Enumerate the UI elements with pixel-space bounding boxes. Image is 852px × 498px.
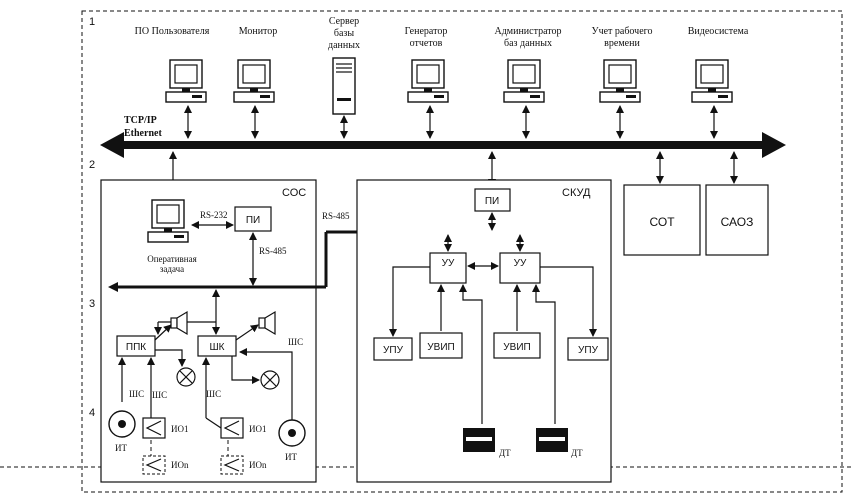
- uvip2-label: УВИП: [503, 342, 530, 353]
- sot-block: [623, 184, 701, 256]
- ppk-label: ППК: [126, 342, 146, 353]
- shk-lamp-link: [231, 356, 260, 384]
- skud-title: СКУД: [562, 187, 591, 199]
- ws-label-db-admin-1: Администратор: [494, 26, 561, 37]
- sos-pi-box: [234, 206, 272, 232]
- io1-label-left: ИО1: [171, 424, 189, 434]
- sos-rs485-label: RS-485: [259, 246, 287, 256]
- ethernet-bus: [100, 132, 786, 158]
- heat-sensor-icon-right: [278, 419, 306, 447]
- door-sensor-icon-2: [536, 428, 568, 452]
- upu2-box: [567, 337, 609, 361]
- computer-icon-time-tracking: [599, 59, 641, 103]
- ws-label-video-system: Видеосистема: [688, 26, 749, 37]
- uu1-upu-link: [389, 266, 430, 337]
- lamp-icon-ppk: [176, 367, 196, 387]
- computer-icon-monitor: [233, 59, 275, 103]
- uu2-box: [499, 252, 541, 284]
- ws-label-db-server-2: базы: [334, 28, 354, 39]
- upu1-box: [373, 337, 413, 361]
- computer-icon-db-admin: [503, 59, 545, 103]
- level-4-label: 4: [89, 407, 95, 419]
- uvip1-box: [419, 332, 463, 359]
- operator-label-1: Оперативная: [147, 254, 197, 264]
- detector-icon-io1-left: [142, 417, 166, 439]
- shk-shs-label-1: ШС: [206, 389, 221, 399]
- operator-label-2: задача: [160, 264, 184, 274]
- server-icon: [332, 57, 356, 115]
- it-label-right: ИТ: [285, 452, 297, 462]
- ion-label-left: ИОn: [171, 460, 189, 470]
- speaker-icon-shk: [258, 310, 276, 336]
- level-2-label: 2: [89, 159, 95, 171]
- shk-label: ШК: [210, 342, 225, 353]
- dt1-label: ДТ: [499, 448, 511, 458]
- ws-label-db-server-3: данных: [328, 40, 360, 51]
- ppk-lamp-link: [155, 349, 186, 367]
- computer-icon-operator: [147, 199, 189, 243]
- computer-icon-video-system: [691, 59, 733, 103]
- ws-label-monitor: Монитор: [239, 26, 278, 37]
- upu2-label: УПУ: [578, 345, 599, 356]
- heat-sensor-icon-left: [108, 410, 136, 438]
- uu2-label: УУ: [514, 258, 527, 269]
- ppk-shs-label-2: ШС: [152, 390, 167, 400]
- ws-label-report-gen-2: отчетов: [410, 38, 443, 49]
- computer-icon-user-software: [165, 59, 207, 103]
- uu1-label: УУ: [442, 258, 455, 269]
- upu1-label: УПУ: [383, 345, 404, 356]
- level-1-label: 1: [89, 16, 95, 28]
- ppk-box: [116, 335, 156, 357]
- rs232-label: RS-232: [200, 210, 228, 220]
- ppk-shs-label-1: ШС: [129, 389, 144, 399]
- uu1-box: [429, 252, 467, 284]
- ion-label-right: ИОn: [249, 460, 267, 470]
- ws-label-db-server-1: Сервер: [329, 16, 359, 27]
- bus-medium-label: Ethernet: [124, 128, 162, 139]
- uvip1-label: УВИП: [427, 342, 454, 353]
- door-sensor-icon-1: [463, 428, 495, 452]
- bus-protocol-label: TCP/IP: [124, 115, 157, 126]
- bus-rs485-label: RS-485: [322, 211, 350, 221]
- shk-speaker-link: [235, 324, 259, 341]
- io1-label-right: ИО1: [249, 424, 267, 434]
- speaker-icon-ppk: [170, 310, 188, 336]
- computer-icon-report-generator: [407, 59, 449, 103]
- dt2-uu2-link: [532, 284, 556, 424]
- detector-icon-io1-right: [220, 417, 244, 439]
- ws-label-time-tracking-1: Учет рабочего: [591, 26, 652, 37]
- shk-shs-label-2: ШС: [288, 337, 303, 347]
- uu2-upu-link: [540, 266, 597, 337]
- dt1-uu1-link: [459, 284, 483, 424]
- dt2-label: ДТ: [571, 448, 583, 458]
- sot-label: СОТ: [649, 215, 675, 229]
- ws-bus-connectors: [184, 105, 718, 139]
- ws-label-user-software: ПО Пользователя: [135, 26, 210, 37]
- shk-io-link: [205, 417, 222, 429]
- sos-title: СОС: [282, 187, 306, 199]
- skud-pi-box: [474, 188, 511, 212]
- detector-icon-ion-left: [142, 455, 166, 475]
- skud-pi-label: ПИ: [485, 196, 499, 207]
- ws-label-report-gen-1: Генератор: [405, 26, 448, 37]
- ppk-speaker-link: [154, 324, 172, 341]
- saoz-label: САОЗ: [721, 215, 754, 229]
- uvip2-box: [493, 332, 541, 359]
- it-label-left: ИТ: [115, 443, 127, 453]
- level-3-label: 3: [89, 298, 95, 310]
- ws-label-db-admin-2: баз данных: [504, 38, 552, 49]
- sos-pi-label: ПИ: [246, 215, 260, 226]
- lamp-icon-shk: [260, 370, 280, 390]
- detector-icon-ion-right: [220, 455, 244, 475]
- shk-loop-2: [239, 348, 293, 420]
- shk-box: [197, 335, 237, 357]
- saoz-block: [705, 184, 769, 256]
- outer-frame: [81, 10, 843, 493]
- ws-label-time-tracking-2: времени: [604, 38, 640, 49]
